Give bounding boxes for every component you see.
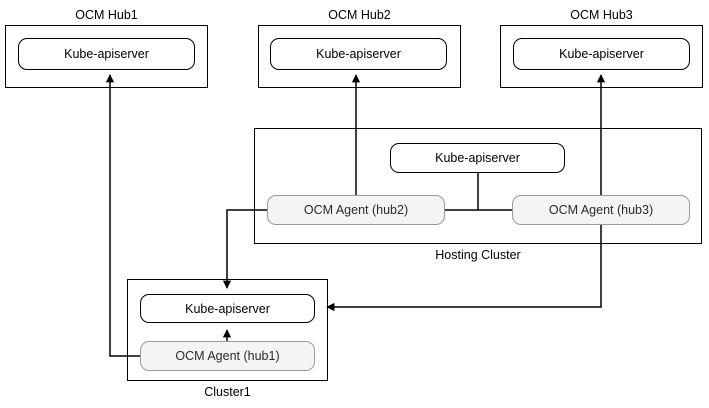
ocm-hub3-label: OCM Hub3 bbox=[570, 8, 633, 22]
ocm-hub2-box bbox=[258, 25, 461, 88]
ocm-hub2-apiserver[interactable]: Kube-apiserver bbox=[270, 38, 447, 70]
ocm-agent-hub2[interactable]: OCM Agent (hub2) bbox=[267, 195, 445, 225]
hosting-cluster-apiserver[interactable]: Kube-apiserver bbox=[390, 143, 565, 173]
ocm-hub3-apiserver[interactable]: Kube-apiserver bbox=[513, 38, 690, 70]
ocm-agent-hub3[interactable]: OCM Agent (hub3) bbox=[512, 195, 690, 225]
ocm-hub2-label: OCM Hub2 bbox=[328, 8, 391, 22]
cluster1-box bbox=[127, 279, 328, 381]
ocm-agent-hub1[interactable]: OCM Agent (hub1) bbox=[140, 341, 315, 371]
cluster1-apiserver[interactable]: Kube-apiserver bbox=[140, 294, 315, 323]
hosting-cluster-box bbox=[254, 128, 702, 244]
ocm-hub1-label: OCM Hub1 bbox=[75, 8, 138, 22]
cluster1-label: Cluster1 bbox=[204, 385, 251, 399]
ocm-hub1-box bbox=[5, 25, 208, 88]
ocm-hub1-apiserver[interactable]: Kube-apiserver bbox=[18, 38, 195, 70]
hosting-cluster-label: Hosting Cluster bbox=[435, 248, 521, 262]
ocm-hub3-box bbox=[500, 25, 703, 88]
